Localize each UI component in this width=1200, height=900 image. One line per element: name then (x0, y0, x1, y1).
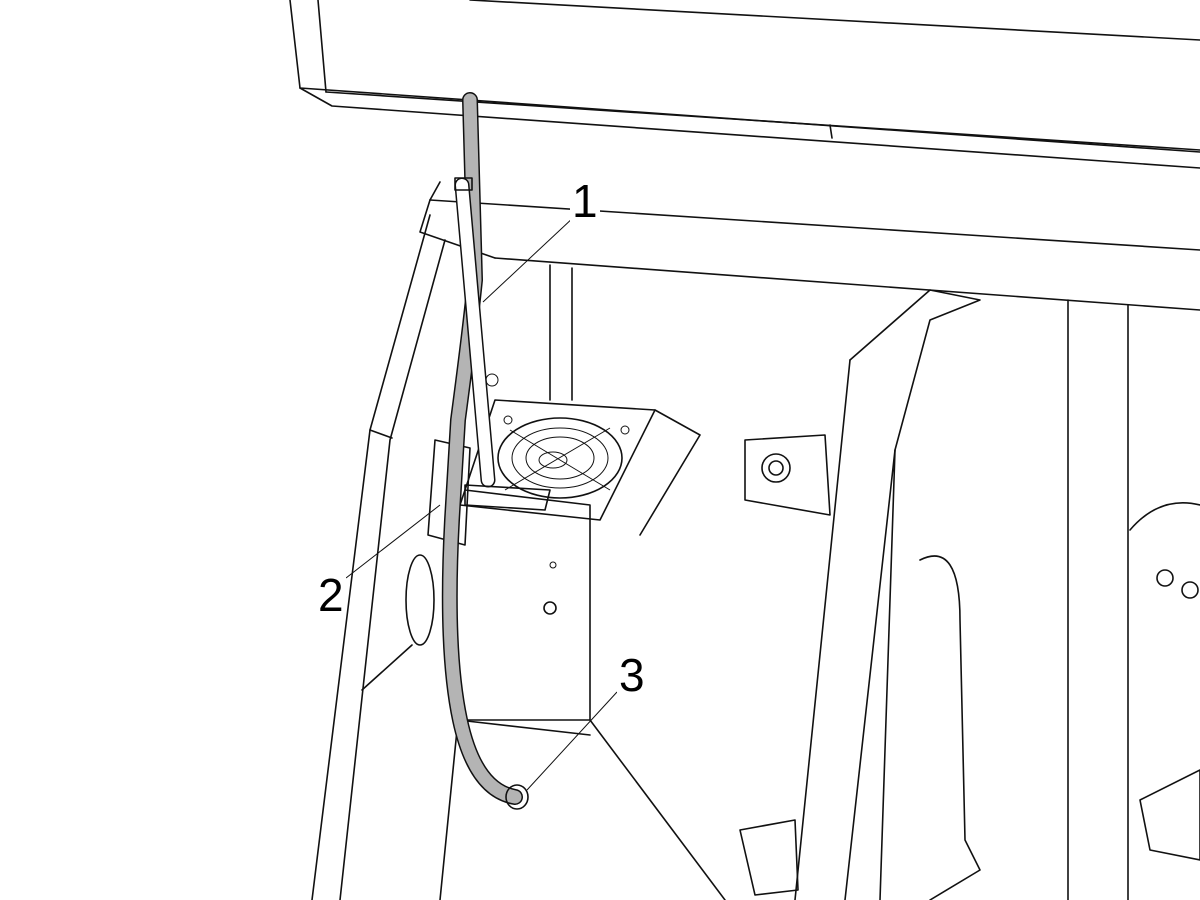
top-cover (289, 0, 1200, 169)
leader-line-2 (345, 504, 441, 579)
fan-bracket (459, 373, 701, 536)
fan-guard (497, 417, 623, 499)
callout-2: 2 (316, 569, 346, 621)
left-side-panel (311, 214, 446, 900)
frame-crossbar (419, 181, 1200, 311)
right-frame (739, 289, 1200, 900)
leader-line-1 (482, 215, 576, 303)
callout-3: 3 (617, 649, 647, 701)
hose-outlet (505, 784, 529, 810)
leader-line-3 (526, 691, 618, 791)
support-rod (454, 177, 551, 511)
mounting-plate (427, 439, 726, 900)
posts (549, 264, 573, 401)
callout-1: 1 (570, 175, 600, 227)
